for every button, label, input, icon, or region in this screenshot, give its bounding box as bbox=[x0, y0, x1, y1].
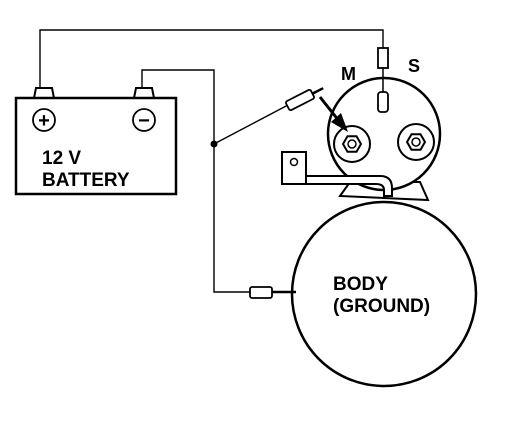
terminal-m-label: M bbox=[341, 64, 356, 84]
junction-dot bbox=[210, 140, 218, 148]
motor-ground-label: (GROUND) bbox=[333, 296, 430, 317]
positive-symbol: + bbox=[38, 110, 50, 132]
starter-motor: BODY (GROUND) bbox=[249, 181, 478, 388]
negative-symbol: − bbox=[138, 110, 150, 132]
solenoid: M S bbox=[281, 47, 442, 197]
s-connector bbox=[377, 47, 389, 69]
arrow-to-m-terminal bbox=[318, 96, 348, 132]
ground-clip bbox=[249, 286, 273, 299]
test-lead bbox=[285, 87, 324, 112]
wire-junction-to-m bbox=[213, 104, 289, 145]
battery-voltage-label: 12 V bbox=[42, 148, 81, 169]
positive-terminal bbox=[32, 108, 56, 132]
terminal-s-label: S bbox=[408, 56, 420, 76]
test-lead-tip bbox=[311, 87, 324, 95]
strap-bolt bbox=[289, 157, 299, 167]
battery-label: BATTERY bbox=[42, 170, 130, 191]
battery: + − 12 V BATTERY bbox=[14, 87, 178, 196]
b-terminal-stud bbox=[411, 137, 421, 147]
motor-body bbox=[290, 200, 478, 388]
field-strap bbox=[281, 175, 393, 197]
test-lead-clip bbox=[285, 88, 315, 112]
negative-post bbox=[132, 87, 156, 99]
motor-body-label: BODY bbox=[333, 274, 388, 295]
m-terminal-stud bbox=[347, 139, 357, 149]
wires bbox=[39, 29, 384, 293]
positive-post bbox=[32, 87, 56, 99]
wire-negative-to-ground bbox=[141, 69, 250, 293]
s-terminal-spade bbox=[377, 91, 389, 113]
wire-positive-to-s bbox=[39, 29, 384, 88]
strap-bracket bbox=[281, 151, 307, 185]
negative-terminal bbox=[132, 108, 156, 132]
